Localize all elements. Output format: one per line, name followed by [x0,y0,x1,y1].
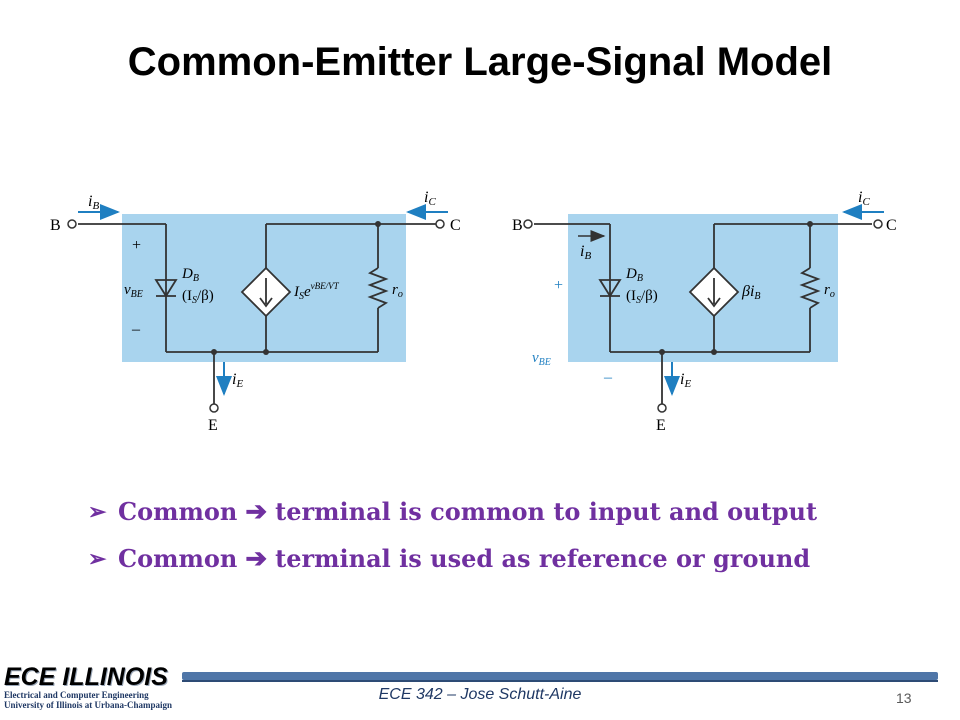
terminal-b-label: B [512,217,523,234]
bullet-text: terminal is used as reference or ground [275,544,811,573]
bullet-lead: Common [118,544,238,573]
ie-label: iE [680,371,691,390]
diode-label: DB [181,266,199,284]
terminal-e-label: E [208,417,218,434]
bullet-item: ➢ Common ➔ terminal is common to input a… [88,488,928,535]
slide-title: Common-Emitter Large-Signal Model [127,40,833,84]
source-label: βiB [741,283,761,302]
vbe-label: vBE [532,350,551,368]
footer-bar [182,672,938,682]
ie-label: iE [232,371,243,390]
terminal-c-label: C [450,217,461,234]
ro-label: ro [824,282,835,300]
plus-sign: + [132,237,141,254]
diode-value: (IS/β) [626,288,658,306]
ib-label: iB [88,193,99,212]
circuit-a: B C E iB iC iE + – vBE DB (IS/β) ISevBE/… [50,189,461,434]
ic-label: iC [858,189,870,208]
footer-text: ECE 342 – Jose Schutt-Aine [378,686,582,703]
bullet-lead: Common [118,497,238,526]
ece-illinois-logo: ECE ILLINOIS Electrical and Computer Eng… [4,664,182,720]
ro-label: ro [392,282,403,300]
bullet-list: ➢ Common ➔ terminal is common to input a… [88,488,928,582]
bold-right-arrow-icon: ➔ [245,543,268,574]
vbe-label: vBE [124,282,143,300]
terminal-c-label: C [886,217,897,234]
logo-wordmark: ECE ILLINOIS [4,663,168,691]
ic-label: iC [424,189,436,208]
circuit-b: B C E iB iC iE + – vBE DB (IS/β) βiB ro [512,189,897,434]
diode-label: DB [625,266,643,284]
logo-line-2: University of Illinois at Urbana-Champai… [4,700,173,710]
minus-sign: – [131,321,141,338]
ib-label: iB [580,243,591,262]
diode-value: (IS/β) [182,288,214,306]
right-triangle-bullet-icon: ➢ [88,498,107,525]
terminal-e-label: E [656,417,666,434]
bullet-text: terminal is common to input and output [275,497,818,526]
right-triangle-bullet-icon: ➢ [88,545,107,572]
minus-sign: – [603,369,613,386]
page-number: 13 [896,690,912,706]
source-label: ISevBE/VT [293,281,340,302]
terminal-b-label: B [50,217,61,234]
logo-line-1: Electrical and Computer Engineering [4,690,149,700]
bold-right-arrow-icon: ➔ [245,496,268,527]
circuit-figure: B C E iB iC iE + – vBE DB (IS/β) ISevBE/… [50,189,897,434]
bullet-item: ➢ Common ➔ terminal is used as reference… [88,535,928,582]
plus-sign: + [554,277,563,294]
